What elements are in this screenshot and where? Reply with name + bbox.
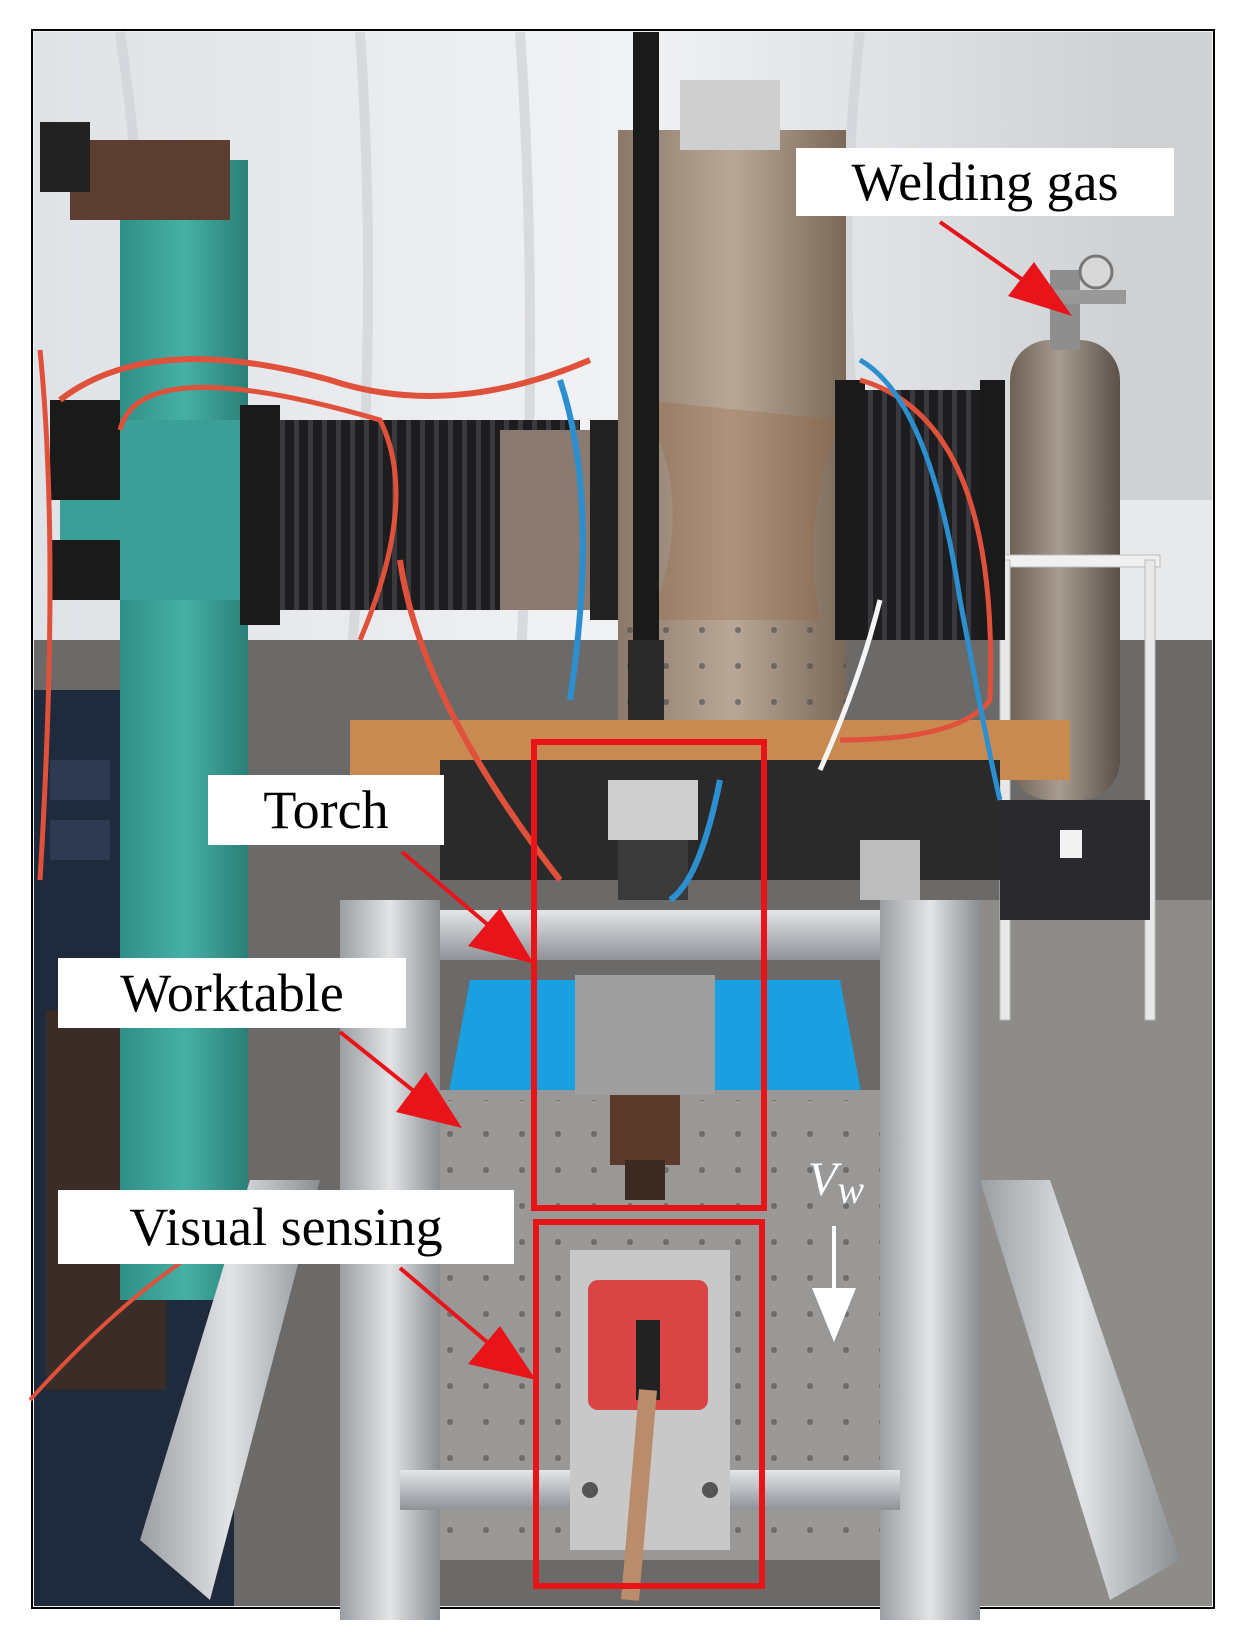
teal-column — [120, 160, 248, 1300]
stepper-motor — [1000, 800, 1150, 920]
torch-arrow — [400, 850, 534, 964]
welding-gas-arrow — [938, 220, 1072, 316]
torch-highlight-box — [531, 739, 767, 1211]
visual-sensing-label: Visual sensing — [58, 1190, 514, 1264]
worktable-arrow — [338, 1030, 462, 1128]
torch-label: Torch — [208, 775, 444, 845]
velocity-subscript: w — [837, 1167, 865, 1212]
motor-top — [680, 80, 780, 150]
front-rail — [350, 910, 950, 960]
column-cap — [70, 140, 230, 220]
torch-nozzle — [610, 1095, 680, 1165]
worktable-label: Worktable — [58, 958, 406, 1028]
welding-gas-label: Welding gas — [796, 148, 1174, 216]
velocity-arrow — [812, 1226, 856, 1342]
torch-body — [575, 975, 715, 1095]
velocity-label: Vw — [808, 1153, 864, 1210]
right-rail — [880, 900, 980, 1620]
sensor-highlight-box — [533, 1219, 765, 1589]
torch-clamp — [608, 780, 698, 840]
visual-sensing-arrow — [398, 1266, 536, 1380]
velocity-symbol: V — [808, 1153, 838, 1206]
gas-cylinder — [1010, 340, 1120, 800]
